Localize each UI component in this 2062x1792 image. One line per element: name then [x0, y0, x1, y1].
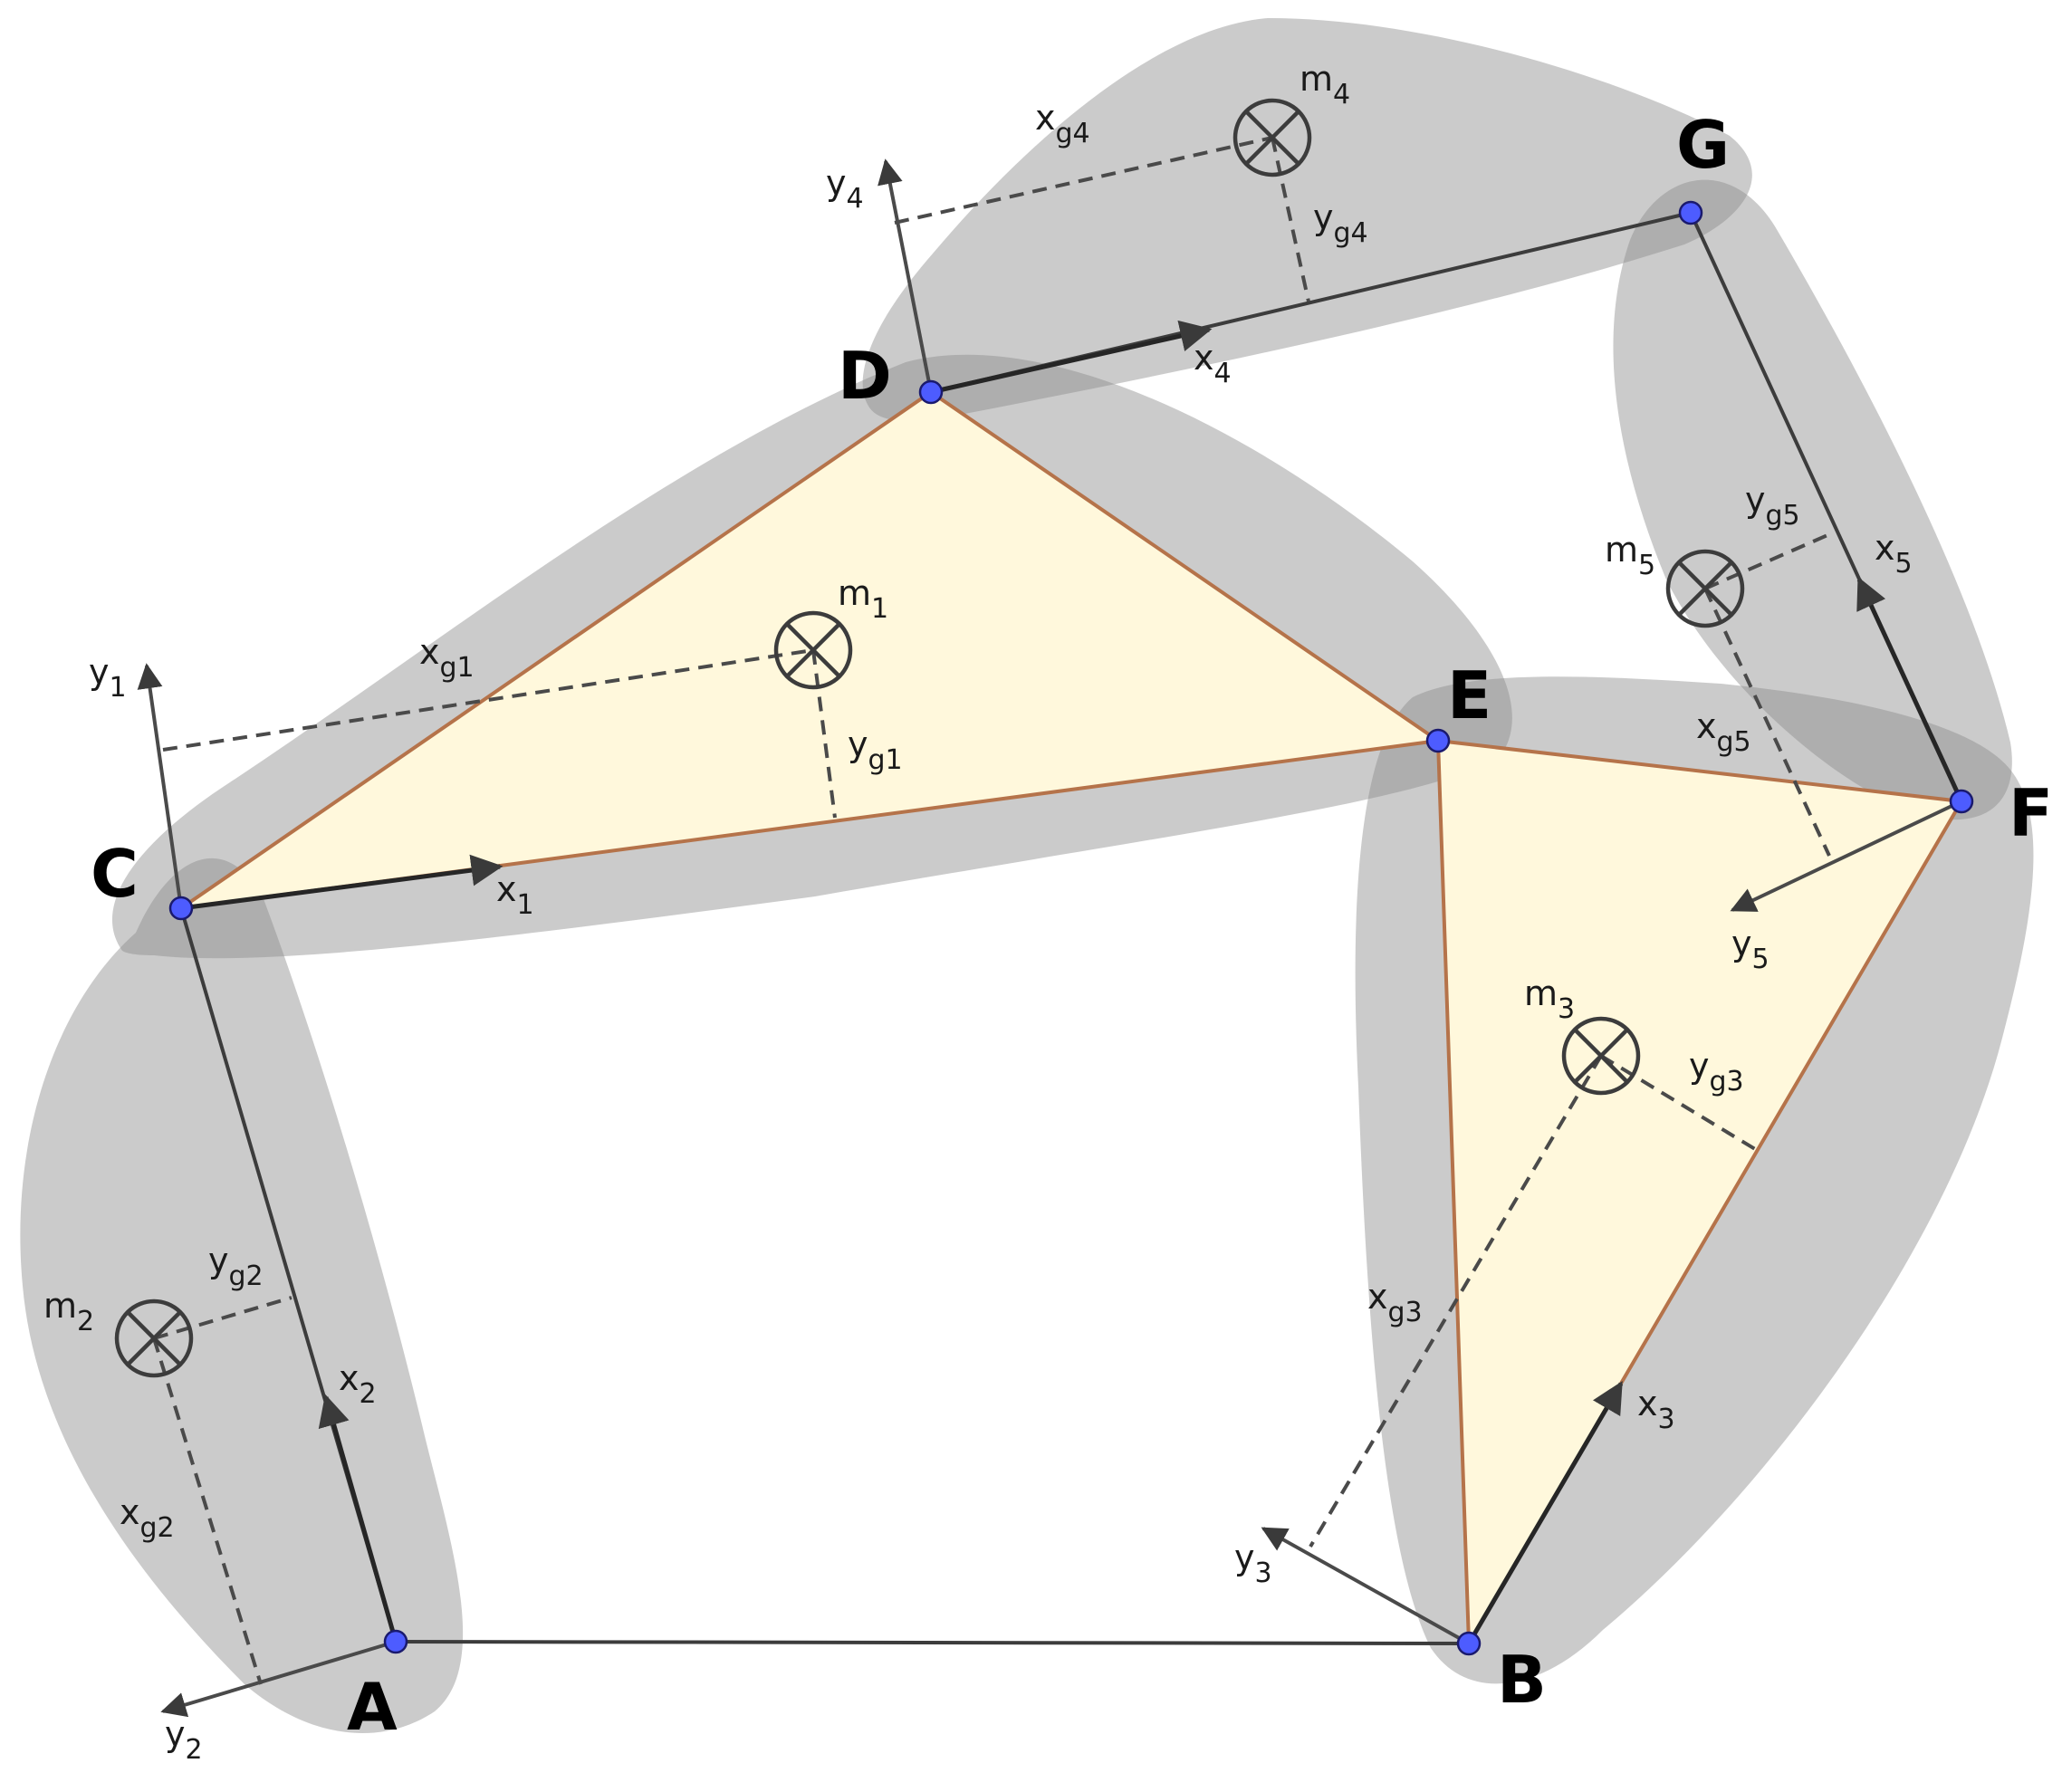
mass-symbols [114, 98, 1745, 1378]
axis-label-y1: y1 [89, 652, 127, 704]
point-label-F: F [2009, 775, 2053, 851]
axis-label-x3: x3 [1637, 1384, 1675, 1435]
dash-xg4 [894, 136, 1273, 225]
mass-symbol-m3 [1561, 1016, 1641, 1096]
axis-x3-arrow [1466, 1380, 1624, 1645]
mass-label-m1: m1 [838, 573, 888, 625]
dash-yg3 [1599, 1054, 1761, 1154]
offset-label-xg2: xg2 [120, 1492, 175, 1544]
axis-label-x2: x2 [339, 1358, 377, 1410]
offset-label-yg5: yg5 [1745, 480, 1800, 532]
joint-A [383, 1629, 408, 1654]
point-label-C: C [91, 836, 139, 912]
triangle-EFB [1436, 739, 1963, 1645]
dash-xg5 [1703, 588, 1831, 857]
point-label-B: B [1497, 1642, 1547, 1718]
axis-label-x5: x5 [1875, 528, 1913, 580]
point-label-G: G [1676, 107, 1730, 183]
axis-label-y2: y2 [165, 1714, 203, 1766]
point-labels: A B C D E F G [91, 107, 2053, 1745]
axis-label-x1: x1 [496, 869, 534, 921]
offset-label-yg1: yg1 [848, 724, 903, 776]
dash-xg2 [152, 1337, 263, 1685]
axis-y3-arrow [1261, 1527, 1470, 1645]
dash-yg2 [153, 1296, 293, 1340]
joint-B [1456, 1631, 1482, 1656]
mass-symbol-m4 [1232, 98, 1312, 177]
axis-y4-arrow [878, 158, 933, 393]
joint-C [168, 896, 194, 921]
offset-label-yg3: yg3 [1689, 1046, 1744, 1097]
point-label-D: D [838, 338, 892, 414]
joint-D [918, 379, 944, 405]
axis-labels: x1 y1 x2 y2 x3 y3 x4 y4 x5 y5 [89, 163, 1913, 1766]
joint-G [1678, 200, 1703, 225]
axis-y1-arrow [137, 663, 183, 909]
mass-labels: m1 m2 m3 m4 m5 [43, 59, 1655, 1337]
mass-symbol-m2 [114, 1298, 194, 1378]
axis-y5-arrow [1730, 800, 1962, 912]
point-label-E: E [1447, 657, 1491, 733]
point-label-A: A [347, 1669, 398, 1745]
joint-F [1949, 789, 1974, 814]
joint-E [1425, 728, 1451, 753]
axis-label-y4: y4 [826, 163, 864, 215]
triangle-CDE [179, 390, 1440, 910]
offset-label-xg3: xg3 [1367, 1277, 1423, 1328]
dash-yg1 [811, 649, 837, 819]
offset-labels: xg1 yg1 xg2 yg2 xg3 yg3 xg4 yg4 xg5 yg5 [120, 98, 1800, 1544]
offset-label-xg4: xg4 [1035, 98, 1090, 149]
mass-symbol-m5 [1665, 549, 1745, 628]
mass-symbol-m1 [773, 610, 853, 690]
mass-label-m2: m2 [43, 1286, 94, 1337]
dash-xg1 [162, 648, 814, 752]
ground-link-AB [395, 1640, 1470, 1645]
link-shadow-5 [1613, 179, 2012, 820]
offset-lines [152, 136, 1835, 1685]
link-shadow-2 [20, 858, 464, 1733]
mass-label-m5: m5 [1605, 530, 1655, 581]
joints [168, 200, 1974, 1656]
axis-x5-arrow [1856, 576, 1964, 803]
mass-label-m3: m3 [1524, 973, 1575, 1025]
axis-label-x4: x4 [1194, 338, 1232, 389]
offset-label-yg4: yg4 [1313, 197, 1368, 249]
local-axes [137, 158, 1964, 1718]
axis-label-y3: y3 [1234, 1538, 1272, 1589]
offset-label-xg1: xg1 [419, 632, 475, 684]
dash-xg3 [1309, 1054, 1603, 1548]
axis-x2-arrow [318, 1394, 398, 1643]
axis-x1-arrow [180, 854, 504, 911]
offset-label-yg2: yg2 [208, 1241, 264, 1292]
offset-label-xg5: xg5 [1696, 706, 1751, 758]
axis-label-y5: y5 [1731, 924, 1769, 975]
axis-y2-arrow [160, 1640, 397, 1718]
link-shadow-4 [862, 18, 1752, 422]
dash-yg4 [1271, 137, 1310, 302]
axis-x4-arrow [930, 320, 1213, 395]
mass-label-m4: m4 [1300, 59, 1350, 110]
